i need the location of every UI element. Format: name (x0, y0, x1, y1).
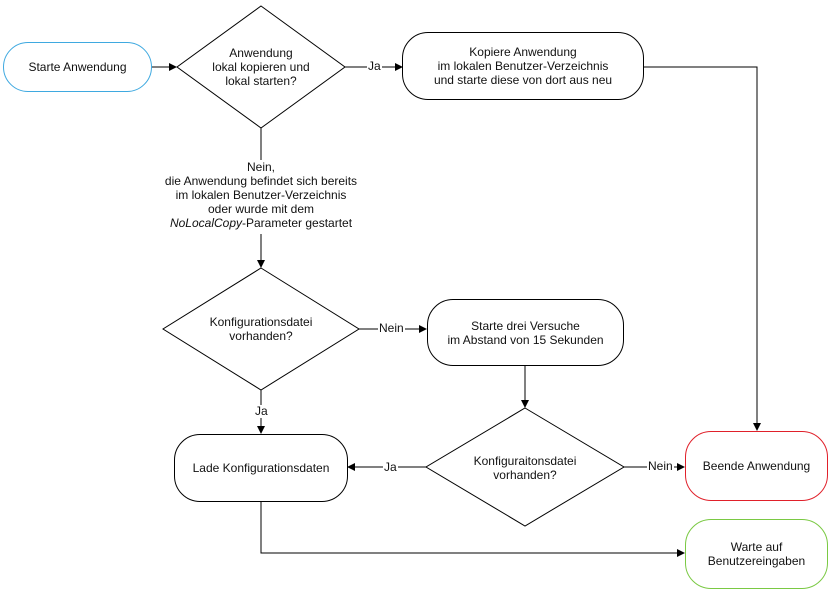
note-param-name: NoLocalCopy (169, 216, 242, 230)
edge-copy-to-end (644, 66, 761, 431)
edge-label-nein-end: Nein (647, 459, 674, 473)
note-line-3: im lokalen Benutzer-Verzeichnis (175, 188, 347, 202)
note-line-5: NoLocalCopy-Parameter gestartet (150, 216, 372, 230)
end-app-node: Beende Anwendung (685, 431, 828, 501)
no-local-copy-note: Nein, die Anwendung befindet sich bereit… (150, 160, 372, 230)
edge-label-ja-load-from-retry: Ja (383, 460, 398, 474)
edge-label-nein-retry: Nein (378, 321, 405, 335)
copy-app-node: Kopiere Anwendung im lokalen Benutzer-Ve… (402, 32, 644, 100)
start-node: Starte Anwendung (3, 42, 152, 92)
wait-input-node: Warte auf Benutzereingaben (685, 519, 828, 589)
decision-local-copy-label: Anwendung lokal kopieren und lokal start… (212, 46, 310, 88)
note-line-2: die Anwendung befindet sich bereits (164, 174, 358, 188)
note-line-4: oder wurde mit dem (207, 202, 315, 216)
retry-node: Starte drei Versuche im Abstand von 15 S… (427, 299, 624, 366)
decision-config-2-shape (425, 407, 625, 527)
edge-label-ja-copy: Ja (367, 59, 382, 73)
load-config-node: Lade Konfigurationsdaten (174, 434, 348, 502)
decision-config-2-label: Konfiguraitonsdatei vorhanden? (473, 454, 577, 482)
note-param-suffix: -Parameter gestartet (242, 216, 353, 230)
edge-load-to-wait (260, 502, 685, 557)
decision-config-1-label: Konfigurationsdatei vorhanden? (209, 315, 313, 343)
edge-label-ja-load: Ja (254, 404, 269, 418)
note-line-1: Nein, (246, 160, 275, 174)
